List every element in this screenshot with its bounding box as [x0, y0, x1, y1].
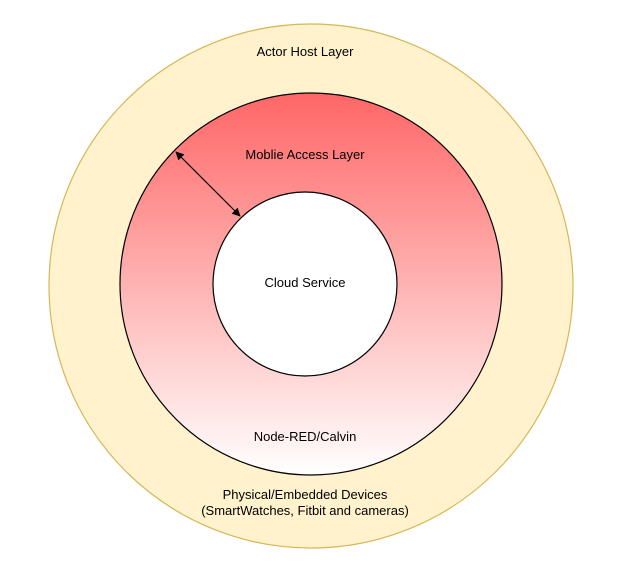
cloud-service-circle — [212, 191, 398, 377]
mobile-access-layer-label: Moblie Access Layer — [245, 147, 365, 162]
double-arrow-connector — [175, 151, 241, 217]
cloud-service-label: Cloud Service — [264, 275, 346, 290]
physical-devices-label: Physical/Embedded Devices (SmartWatches,… — [180, 487, 430, 519]
actor-host-layer-label: Actor Host Layer — [256, 44, 354, 59]
physical-devices-line1: Physical/Embedded Devices — [222, 487, 388, 502]
physical-devices-line2: (SmartWatches, Fitbit and cameras) — [201, 503, 409, 518]
node-red-calvin-label: Node-RED/Calvin — [253, 429, 357, 444]
